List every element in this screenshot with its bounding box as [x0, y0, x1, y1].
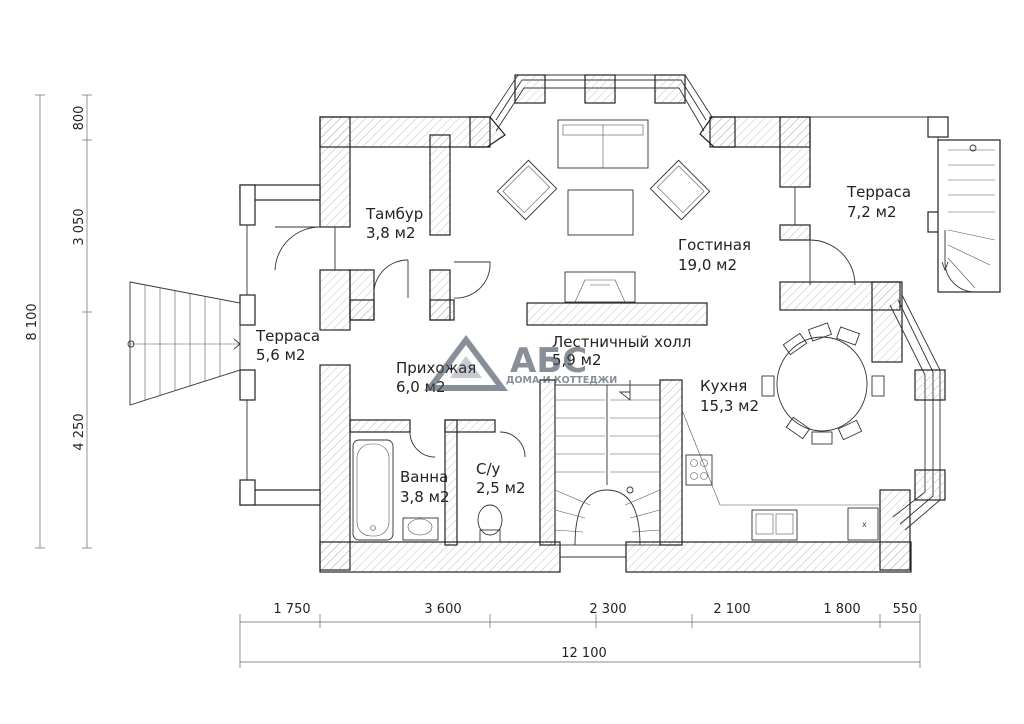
- room-area-kitchen: 15,3 м2: [700, 397, 759, 415]
- room-area-tambur: 3,8 м2: [366, 224, 415, 242]
- room-area-stair-hall: 5,9 м2: [552, 351, 601, 369]
- brand-logo: АБС ДОМА И КОТТЕДЖИ: [424, 335, 617, 391]
- terrace-right-outline: [810, 116, 1001, 293]
- terrace-left-outline: [239, 184, 321, 506]
- interior-walls: [349, 134, 708, 546]
- logo-letters: АБС: [510, 341, 587, 381]
- room-area-bath: 3,8 м2: [400, 488, 449, 506]
- dim-h-1: 1 750: [273, 602, 310, 617]
- room-name-living: Гостиная: [678, 236, 751, 254]
- dim-h-2: 3 600: [424, 602, 461, 617]
- bay-window-top: [469, 74, 736, 148]
- doors: [274, 226, 856, 458]
- room-name-kitchen: Кухня: [700, 377, 747, 395]
- dining-table: x: [681, 322, 885, 541]
- room-name-terrace-right: Терраса: [846, 183, 911, 201]
- dim-v-1: 800: [72, 106, 87, 131]
- logo-subtitle: ДОМА И КОТТЕДЖИ: [506, 375, 617, 386]
- room-name-tambur: Тамбур: [365, 205, 423, 223]
- room-name-bath: Ванна: [400, 468, 448, 486]
- bay-window-right: [889, 294, 946, 531]
- main-staircase: [554, 380, 661, 546]
- dim-h-5: 1 800: [823, 602, 860, 617]
- room-name-wc: С/у: [476, 460, 501, 478]
- room-name-hallway: Прихожая: [396, 359, 476, 377]
- windows: [320, 187, 796, 558]
- dim-h-6: 550: [893, 602, 918, 617]
- dim-v-3: 4 250: [72, 413, 87, 450]
- dim-v-2: 3 050: [72, 208, 87, 245]
- room-area-wc: 2,5 м2: [476, 479, 525, 497]
- dim-total-width: 12 100: [561, 646, 607, 661]
- room-area-living: 19,0 м2: [678, 256, 737, 274]
- room-area-terrace-left: 5,6 м2: [256, 346, 305, 364]
- logo-triangle-icon: [424, 335, 508, 391]
- living-furniture: [496, 119, 711, 303]
- dim-total-height: 8 100: [25, 303, 40, 340]
- bath-fixtures: [352, 439, 503, 543]
- entrance-stairs: [127, 281, 241, 406]
- dimension-lines: [35, 94, 921, 668]
- room-area-terrace-right: 7,2 м2: [847, 203, 896, 221]
- room-name-terrace-left: Терраса: [255, 327, 320, 345]
- room-name-stair-hall: Лестничный холл: [552, 333, 691, 351]
- svg-text:x: x: [862, 520, 867, 529]
- dim-h-4: 2 100: [713, 602, 750, 617]
- dim-h-3: 2 300: [589, 602, 626, 617]
